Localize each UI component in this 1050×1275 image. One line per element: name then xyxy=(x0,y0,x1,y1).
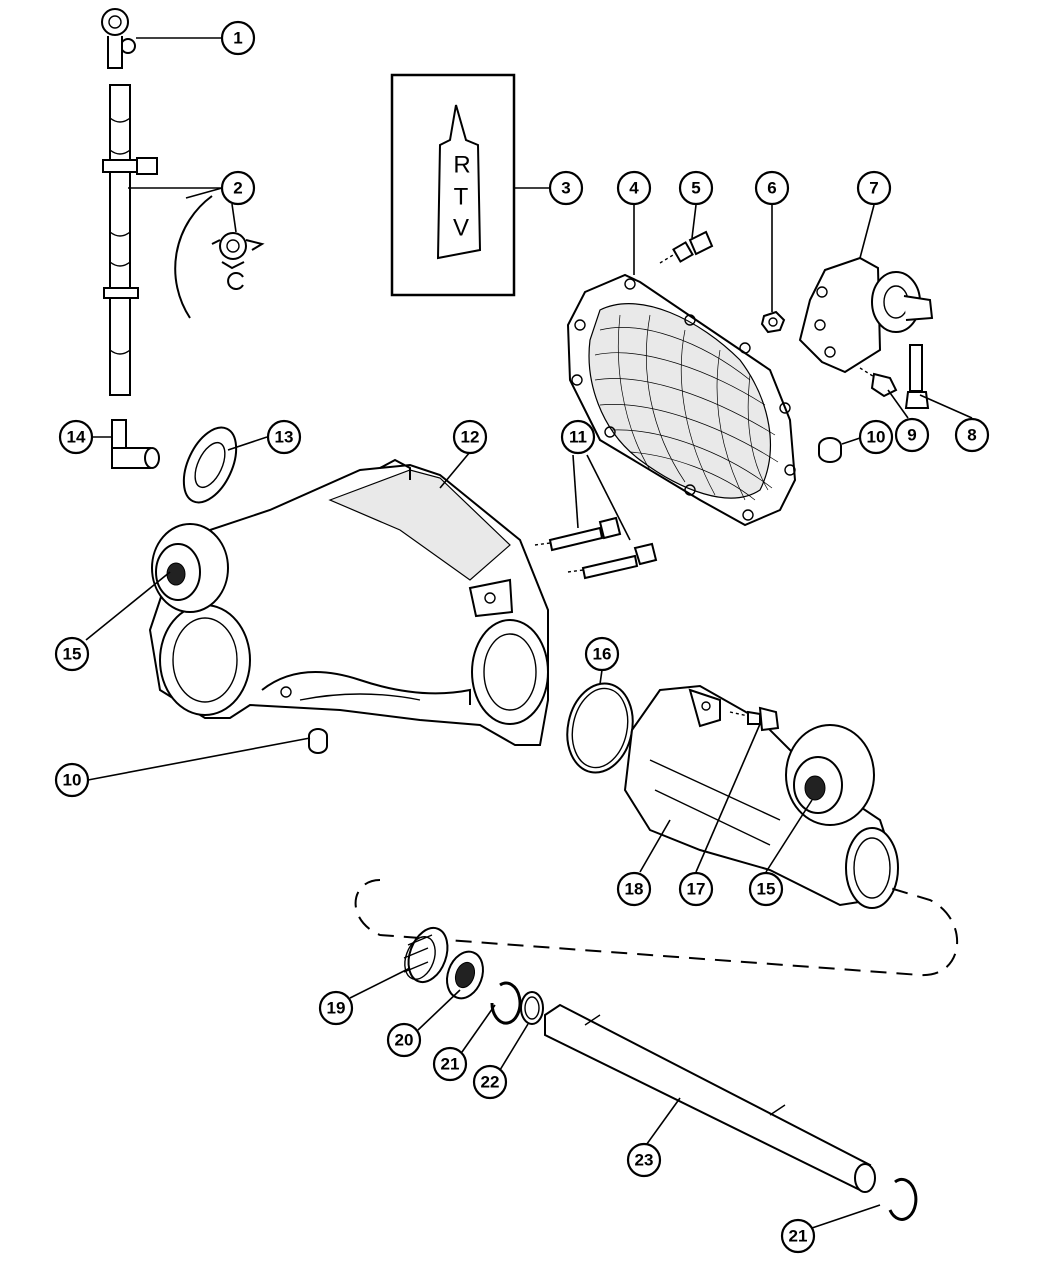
callout-19: 19 xyxy=(318,990,354,1026)
callout-10-lower: 10 xyxy=(54,762,90,798)
plug-10-lower xyxy=(308,728,328,754)
vent-tube-assembly xyxy=(101,8,265,396)
callout-8: 8 xyxy=(954,417,990,453)
callout-5: 5 xyxy=(678,170,714,206)
svg-text:11: 11 xyxy=(569,428,587,447)
bearing-seal xyxy=(446,950,484,1000)
svg-text:1: 1 xyxy=(233,29,242,48)
rtv-sealant-box: R T V xyxy=(390,73,516,297)
ring-22 xyxy=(520,991,544,1025)
svg-text:15: 15 xyxy=(757,880,776,899)
callout-4: 4 xyxy=(616,170,652,206)
svg-text:21: 21 xyxy=(789,1227,808,1246)
callout-7: 7 xyxy=(856,170,892,206)
callout-23: 23 xyxy=(626,1142,662,1178)
axle-shaft xyxy=(544,1003,876,1193)
differential-housing xyxy=(148,458,549,746)
rtv-letter-r: R xyxy=(453,152,470,179)
callout-18: 18 xyxy=(616,871,652,907)
svg-text:22: 22 xyxy=(481,1073,500,1092)
callout-9: 9 xyxy=(894,417,930,453)
bearing-cup xyxy=(403,926,449,984)
long-bolts xyxy=(534,516,658,580)
svg-text:18: 18 xyxy=(625,880,644,899)
svg-text:14: 14 xyxy=(67,428,86,447)
svg-text:17: 17 xyxy=(687,880,706,899)
svg-text:23: 23 xyxy=(635,1151,654,1170)
bolt-9 xyxy=(859,367,898,398)
callout-13: 13 xyxy=(266,419,302,455)
svg-text:2: 2 xyxy=(233,179,242,198)
snap-ring-21-upper xyxy=(490,981,522,1025)
svg-text:3: 3 xyxy=(561,179,570,198)
svg-text:15: 15 xyxy=(63,645,82,664)
svg-text:6: 6 xyxy=(767,179,776,198)
axle-housing-tube xyxy=(623,684,899,909)
callout-17: 17 xyxy=(678,871,714,907)
svg-text:5: 5 xyxy=(691,179,700,198)
callout-22: 22 xyxy=(472,1064,508,1100)
callout-12: 12 xyxy=(452,419,488,455)
callout-20: 20 xyxy=(386,1022,422,1058)
pinion-seal xyxy=(182,426,238,504)
svg-text:9: 9 xyxy=(907,426,916,445)
callout-14: 14 xyxy=(58,419,94,455)
rtv-letter-t: T xyxy=(454,184,469,211)
o-ring xyxy=(566,682,634,774)
snap-ring-21-lower xyxy=(888,1177,918,1221)
vent-fitting xyxy=(111,419,160,469)
callout-10-upper: 10 xyxy=(858,419,894,455)
svg-text:4: 4 xyxy=(629,179,639,198)
callout-21-lower: 21 xyxy=(780,1218,816,1254)
svg-text:10: 10 xyxy=(867,428,886,447)
svg-text:13: 13 xyxy=(275,428,294,447)
cover-bolt xyxy=(659,230,714,264)
svg-text:8: 8 xyxy=(967,426,976,445)
svg-text:7: 7 xyxy=(869,179,878,198)
nut xyxy=(760,310,786,334)
callout-6: 6 xyxy=(754,170,790,206)
svg-text:20: 20 xyxy=(395,1031,414,1050)
callout-15-left: 15 xyxy=(54,636,90,672)
svg-text:21: 21 xyxy=(441,1055,460,1074)
callout-21-upper: 21 xyxy=(432,1046,468,1082)
callout-1: 1 xyxy=(220,20,256,56)
plug-10-upper xyxy=(818,437,842,463)
differential-cover xyxy=(566,273,797,527)
callout-16: 16 xyxy=(584,636,620,672)
callout-11: 11 xyxy=(560,419,596,455)
bushing-bracket xyxy=(798,256,934,374)
shaft-path-loop xyxy=(354,879,959,977)
rtv-letter-v: V xyxy=(453,215,469,242)
callout-15-right: 15 xyxy=(748,871,784,907)
svg-text:12: 12 xyxy=(461,428,480,447)
svg-text:19: 19 xyxy=(327,999,346,1018)
bolt-8 xyxy=(904,344,930,409)
svg-text:16: 16 xyxy=(593,645,612,664)
callout-2: 2 xyxy=(220,170,256,206)
svg-text:10: 10 xyxy=(63,771,82,790)
leader-lines xyxy=(85,37,973,1229)
callout-3: 3 xyxy=(548,170,584,206)
